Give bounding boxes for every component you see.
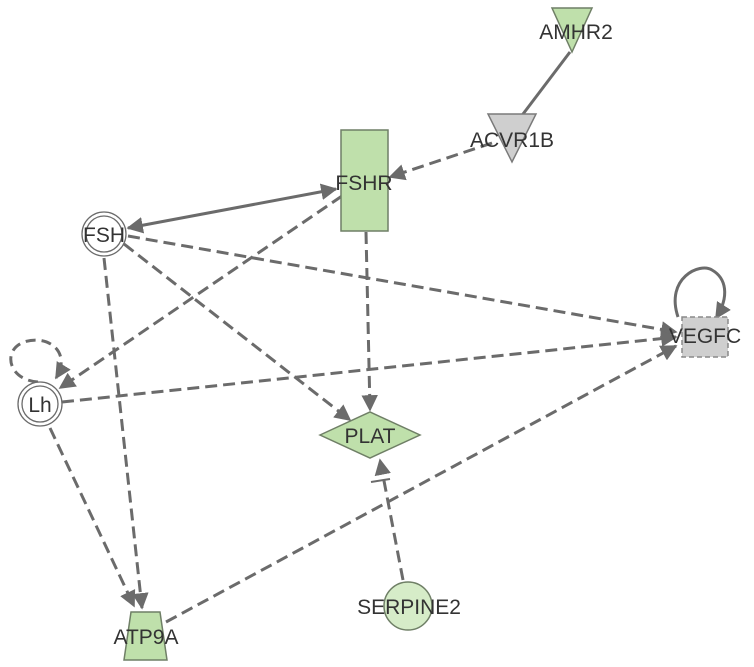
- node-vegfc-label: VEGFC: [669, 325, 741, 348]
- node-plat[interactable]: PLAT: [318, 411, 422, 459]
- edge-atp9a-vegfc: [165, 344, 678, 624]
- node-fsh[interactable]: FSH: [81, 211, 127, 257]
- edge-fsh-plat: [123, 242, 352, 422]
- edge-fsh-atp9a: [102, 257, 149, 610]
- edge-serpine2-plat: [374, 458, 405, 581]
- node-lh-label: Lh: [28, 394, 51, 417]
- node-plat-shape: [318, 411, 422, 459]
- node-fshr-shape: [340, 129, 389, 232]
- edge-lh-vegfc: [61, 330, 678, 404]
- node-plat-label: PLAT: [345, 425, 396, 448]
- node-fsh-label: FSH: [83, 224, 125, 247]
- node-atp9a[interactable]: ATP9A: [114, 611, 179, 661]
- node-fshr[interactable]: FSHR: [335, 129, 393, 232]
- node-amhr2-label: AMHR2: [539, 21, 613, 44]
- edge-lh-self-loop: [9, 338, 71, 384]
- nodes-layer: AMHR2 ACVR1B FSHR FSH VEGFC Lh: [17, 7, 741, 661]
- edge-serpine2-plat-inhibit-bar: [370, 478, 391, 483]
- node-serpine2-label: SERPINE2: [357, 596, 461, 619]
- node-atp9a-label: ATP9A: [114, 626, 179, 649]
- node-amhr2-shape: [550, 7, 594, 54]
- node-lh-inner-ring: [21, 385, 59, 423]
- node-vegfc-shape: [681, 316, 729, 358]
- node-acvr1b-label: ACVR1B: [470, 129, 554, 152]
- node-acvr1b[interactable]: ACVR1B: [470, 113, 554, 164]
- node-amhr2[interactable]: AMHR2: [539, 7, 613, 54]
- node-serpine2[interactable]: SERPINE2: [357, 581, 461, 631]
- node-atp9a-shape: [123, 611, 168, 661]
- edge-fshr-plat: [361, 231, 378, 412]
- node-vegfc[interactable]: VEGFC: [669, 316, 741, 358]
- node-fsh-inner-ring: [85, 215, 123, 253]
- node-lh[interactable]: Lh: [17, 381, 63, 427]
- edge-fshr-lh: [58, 194, 343, 390]
- node-serpine2-shape: [383, 581, 433, 631]
- edge-amhr2-acvr1b: [518, 51, 572, 119]
- edge-vegfc-self-loop: [673, 266, 731, 320]
- edges-layer: [9, 51, 731, 624]
- edge-lh-atp9a: [48, 427, 136, 608]
- node-fshr-label: FSHR: [335, 172, 392, 195]
- edge-fsh-vegfc: [127, 234, 678, 338]
- node-acvr1b-shape: [486, 113, 538, 164]
- edge-fsh-fshr: [126, 183, 338, 234]
